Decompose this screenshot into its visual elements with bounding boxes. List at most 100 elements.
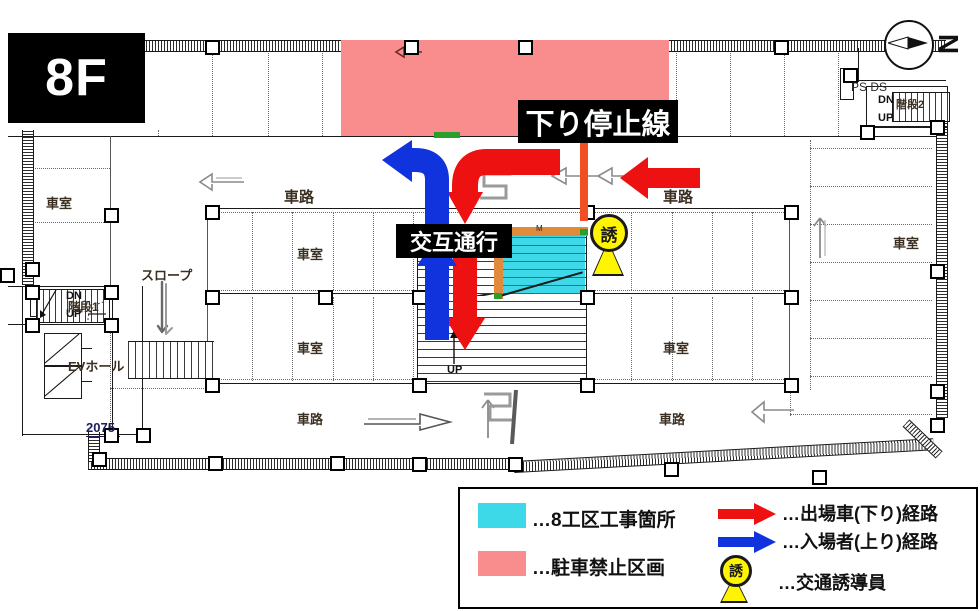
stall-divider [292, 212, 293, 290]
elevator-car-2-diagonal [44, 366, 80, 397]
compass-needle [888, 36, 928, 50]
column-marker [784, 290, 799, 305]
column-marker [930, 418, 945, 433]
stairs-1-dn-label: DN [66, 290, 82, 302]
stall-divider [672, 297, 673, 381]
column-marker [508, 457, 523, 472]
column-marker [318, 290, 333, 305]
column-marker [930, 264, 945, 279]
construction-border-left [494, 227, 503, 299]
callout-alternating-traffic: 交互通行 [396, 224, 512, 258]
stall-divider [712, 297, 713, 381]
ev-hall-label: EVホール [68, 359, 125, 374]
stairs-2-dn-label: DN [878, 94, 894, 106]
right-stair-block-top [858, 80, 946, 82]
column-marker [860, 125, 875, 140]
column-marker [136, 428, 151, 443]
stall-divider [158, 130, 159, 136]
stall-divider [32, 222, 110, 223]
driveway-label: 車路 [663, 189, 694, 206]
elevator-car-1 [44, 333, 82, 366]
column-marker [412, 378, 427, 393]
stairs-2-up-label: UP [878, 112, 894, 124]
driveway-arrow-upper-left-icon [198, 172, 244, 192]
stall-divider [790, 414, 932, 415]
compass-north-label: N [933, 33, 965, 55]
stairs-1-door-icon [87, 301, 107, 321]
stairs-1-hatch [36, 289, 110, 323]
stall-divider [784, 42, 785, 136]
legend-label-guide-staff: …交通誘導員 [778, 573, 886, 593]
stall-divider [32, 168, 110, 169]
stall-divider [810, 186, 932, 187]
construction-border-top [494, 227, 588, 236]
slope-steps-hatch [128, 341, 214, 379]
guide-head: 誘 [590, 214, 628, 252]
traffic-guide-icon: 誘 [580, 214, 636, 276]
left-block-top [8, 286, 113, 288]
column-marker [0, 268, 15, 283]
column-marker [930, 384, 945, 399]
left-block-left [22, 286, 24, 436]
column-marker [843, 68, 858, 83]
stall-divider [752, 297, 753, 381]
slope-label: スロープ [141, 268, 193, 283]
stall-divider [810, 338, 932, 339]
stall-divider [810, 224, 932, 225]
stairs-1-direction-icon [40, 289, 57, 318]
stall-divider [631, 297, 632, 381]
column-marker [412, 457, 427, 472]
stall-divider [810, 262, 932, 263]
slope-arrow-icon [156, 280, 173, 335]
stairs-1-up-label: UP [66, 308, 82, 320]
stall-divider [810, 300, 932, 301]
floor-label: 8F [45, 49, 108, 107]
legend-panel: …8工区工事箇所 …駐車禁止区画 …出場車(下り)経路 …入場者(上り)経路 誘… [458, 487, 978, 609]
legend-guide-head: 誘 [720, 555, 752, 587]
stall-divider [212, 42, 213, 136]
driveway-label: 車路 [297, 412, 324, 427]
column-marker [25, 318, 40, 333]
driveway-arrow-right-icon [813, 217, 827, 258]
driveway-label: 車路 [659, 412, 686, 427]
stall-divider [810, 148, 932, 149]
guide-glyph: 誘 [600, 225, 618, 245]
callout-descend-stop-line: 下り停止線 [518, 100, 678, 143]
stall-divider [373, 212, 374, 290]
floor-badge: 8F [8, 33, 145, 123]
column-marker [812, 470, 827, 485]
ramp-lower-hatch [417, 296, 587, 382]
column-marker [330, 456, 345, 471]
right-stair-block-left [858, 48, 860, 82]
callout-alternating-traffic-text: 交互通行 [409, 230, 498, 255]
driveway-arrow-bottom-right-icon [750, 400, 794, 424]
driveway-marking-bottom-icon [484, 389, 518, 445]
green-marker-small-2 [494, 293, 502, 299]
column-marker [518, 40, 533, 55]
stall-divider [333, 297, 334, 381]
column-marker [774, 40, 789, 55]
wall-right [936, 108, 948, 418]
driveway-arrow-bottom-center-icon [364, 412, 454, 432]
stall-divider [268, 42, 269, 136]
stall-divider [322, 42, 323, 136]
ramp-up-label: UP [447, 364, 463, 376]
legend-label-exit-route: …出場車(下り)経路 [782, 504, 938, 524]
stall-divider [333, 212, 334, 290]
column-marker [104, 285, 119, 300]
right-stair-block-bottom [866, 126, 946, 128]
dimension-label: 2075 [86, 420, 115, 435]
partition-upper-driveway [8, 136, 936, 138]
driveway-arrow-stopline-right-icon [596, 166, 644, 186]
wall-bottom-skew [513, 438, 934, 473]
elevator-car-1-diagonal [44, 333, 80, 364]
parking-space-label: 車室 [297, 247, 324, 262]
column-marker [664, 462, 679, 477]
stall-divider [292, 297, 293, 381]
legend-label-no-parking: …駐車禁止区画 [532, 558, 666, 579]
column-marker [104, 318, 119, 333]
column-marker [580, 378, 595, 393]
column-marker [580, 290, 595, 305]
left-block-base [22, 434, 142, 436]
